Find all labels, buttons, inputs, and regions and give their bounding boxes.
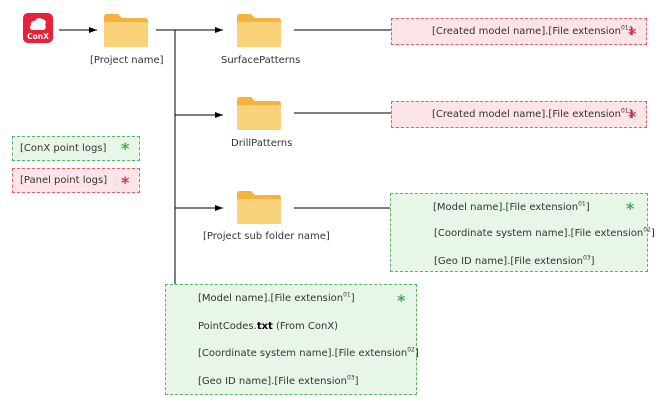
subfolder-folder-icon[interactable] [236, 189, 282, 225]
conx-star-icon: * [626, 199, 635, 218]
legend-panel-label: [Panel point logs] [20, 175, 108, 186]
drill-file-label: [Created model name].[File extension01] [432, 107, 633, 120]
conx-logo: ConX [23, 13, 53, 43]
subfolder-file-model: [Model name].[File extension01] [433, 200, 590, 213]
conx-logo-mark [29, 17, 46, 30]
subfolder-file-geo: [Geo ID name].[File extension03] [434, 254, 595, 267]
surface-folder-label: SurfacePatterns [221, 55, 301, 66]
project-file-model: [Model name].[File extension01] [198, 291, 355, 304]
project-folder-label: [Project name] [90, 55, 164, 66]
drill-folder-icon[interactable] [236, 95, 282, 131]
project-files-box: [Model name].[File extension01] PointCod… [165, 284, 419, 395]
conx-logo-text: ConX [27, 32, 49, 41]
surface-file-label: [Created model name].[File extension01] [432, 24, 633, 37]
subfolder-file-coord: [Coordinate system name].[File extension… [434, 226, 655, 239]
project-file-geo: [Geo ID name].[File extension03] [198, 374, 359, 387]
panel-star-icon: * [628, 24, 637, 43]
subfolder-folder-label: [Project sub folder name] [203, 231, 330, 242]
conx-star-icon: * [397, 291, 406, 310]
surface-folder-icon[interactable] [236, 12, 282, 48]
project-file-pointcodes: PointCodes.txt (From ConX) [198, 321, 339, 332]
drill-folder-label: DrillPatterns [231, 138, 293, 149]
legend-panel-box: [Panel point logs] * [12, 168, 140, 193]
legend-conx-box: [ConX point logs] * [12, 136, 140, 161]
surface-file-box: [Created model name].[File extension01] … [391, 18, 647, 45]
drill-file-box: [Created model name].[File extension01] … [391, 101, 647, 128]
conx-star-icon: * [121, 139, 130, 158]
panel-star-icon: * [121, 173, 130, 192]
subfolder-files-box: [Model name].[File extension01] [Coordin… [390, 193, 655, 272]
panel-star-icon: * [628, 107, 637, 126]
project-file-coord: [Coordinate system name].[File extension… [198, 346, 419, 359]
project-folder-icon[interactable] [103, 12, 149, 48]
legend-conx-label: [ConX point logs] [20, 143, 107, 154]
